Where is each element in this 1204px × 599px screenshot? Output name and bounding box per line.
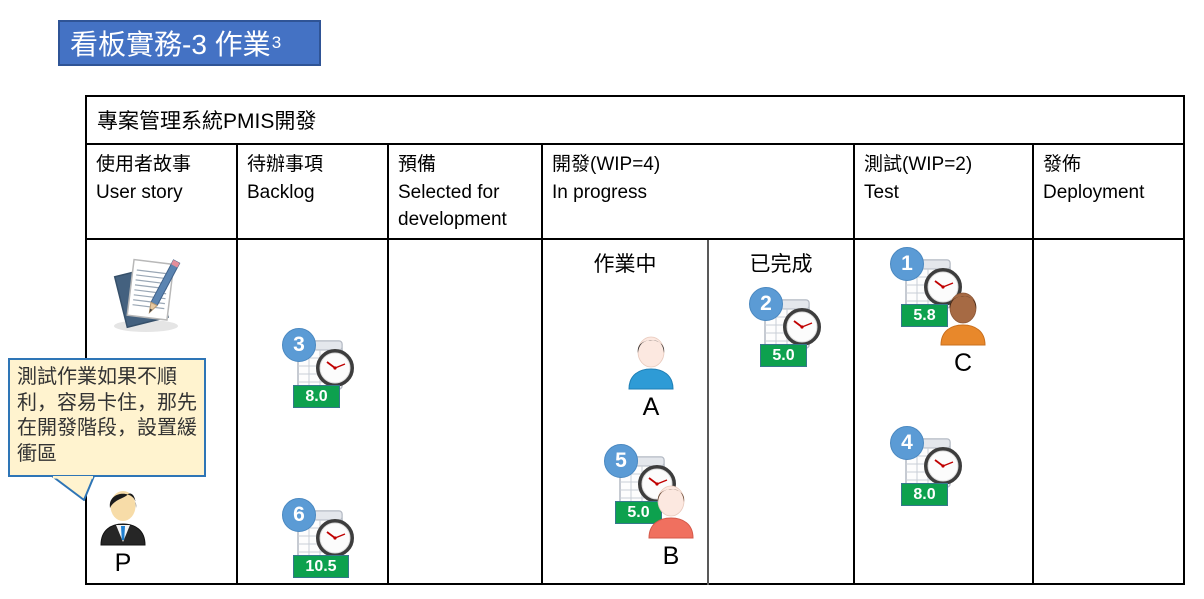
- subheader-done: 已完成: [749, 253, 813, 276]
- callout-text: 測試作業如果不順利，容易卡住，那先在開發階段，設置緩衝區: [17, 366, 197, 465]
- column-header-en: Deployment: [1043, 181, 1145, 203]
- cell-in-progress: 作業中 已完成: [543, 240, 855, 585]
- card-hours: 5.8: [913, 306, 936, 324]
- cell-selected: [389, 240, 543, 585]
- person-label: P: [114, 549, 132, 577]
- person-c: C: [932, 288, 994, 378]
- board-project-title: 專案管理系統PMIS開發: [87, 97, 1183, 145]
- card-number-badge: 5: [604, 444, 638, 478]
- column-header-zh: 開發(WIP=4): [552, 154, 661, 175]
- card-hours: 5.0: [627, 503, 650, 521]
- card-hours: 5.0: [772, 346, 795, 364]
- card-hours: 8.0: [305, 387, 328, 405]
- card-number-badge: 3: [282, 328, 316, 362]
- slide-title-text: 看板實務-3 作業: [70, 29, 271, 60]
- column-header-backlog: 待辦事項 Backlog: [238, 145, 389, 238]
- task-card-1: 1 5.8: [890, 247, 968, 331]
- card-number: 6: [293, 503, 305, 526]
- card-hours: 10.5: [305, 557, 337, 575]
- column-header-en: In progress: [552, 181, 648, 203]
- column-header-test: 測試(WIP=2) Test: [855, 145, 1034, 238]
- card-hours-badge: 8.0: [293, 385, 340, 408]
- card-number: 3: [293, 333, 305, 356]
- card-number: 4: [901, 431, 913, 454]
- person-icon: [648, 485, 694, 539]
- column-header-zh: 發佈: [1043, 154, 1082, 175]
- dev-subcolumn-divider: [707, 240, 709, 585]
- person-label: C: [953, 349, 973, 377]
- cell-deployment: [1034, 240, 1183, 585]
- person-label: B: [662, 542, 680, 570]
- column-header-zh: 預備: [398, 154, 437, 175]
- person-a: A: [620, 332, 682, 422]
- column-header-en: User story: [96, 181, 183, 203]
- cell-backlog: [238, 240, 389, 585]
- card-hours-badge: 10.5: [293, 555, 349, 578]
- card-hours: 8.0: [913, 485, 936, 503]
- column-header-zh: 使用者故事: [96, 154, 192, 175]
- column-header-zh: 待辦事項: [247, 154, 324, 175]
- column-header-en: Test: [864, 181, 899, 203]
- card-number-badge: 2: [749, 287, 783, 321]
- callout-tail: [51, 476, 95, 501]
- card-hours-badge: 8.0: [901, 483, 948, 506]
- card-number-badge: 4: [890, 426, 924, 460]
- task-card-3: 3 8.0: [282, 328, 360, 412]
- board-body-row: 作業中 已完成: [87, 240, 1183, 585]
- subheader-working: 作業中: [593, 253, 657, 276]
- person-b: B: [640, 481, 702, 571]
- person-icon: [100, 491, 146, 546]
- card-hours-badge: 5.0: [760, 344, 807, 367]
- card-hours-badge: 5.0: [615, 501, 662, 524]
- column-header-selected: 預備 Selected for development: [389, 145, 543, 238]
- column-header-user-story: 使用者故事 User story: [87, 145, 238, 238]
- task-card-5: 5 5.0: [604, 444, 682, 528]
- task-card-6: 6 10.5: [282, 498, 360, 582]
- person-icon: [628, 336, 674, 390]
- card-number: 5: [615, 449, 627, 472]
- person-p: P: [92, 486, 154, 578]
- card-number: 2: [760, 292, 772, 315]
- column-header-in-progress: 開發(WIP=4) In progress: [543, 145, 855, 238]
- callout-bubble: 測試作業如果不順利，容易卡住，那先在開發階段，設置緩衝區: [8, 358, 206, 501]
- column-header-row: 使用者故事 User story 待辦事項 Backlog 預備 Selecte…: [87, 145, 1183, 240]
- card-hours-badge: 5.8: [901, 304, 948, 327]
- user-story-notepad-icon: [100, 250, 200, 340]
- column-header-en: Selected for development: [398, 181, 507, 231]
- slide-title-subscript: 3: [271, 33, 282, 52]
- card-number-badge: 1: [890, 247, 924, 281]
- card-number-badge: 6: [282, 498, 316, 532]
- task-card-4: 4 8.0: [890, 426, 968, 510]
- task-card-2: 2 5.0: [749, 287, 827, 371]
- cell-test: [855, 240, 1034, 585]
- column-header-deployment: 發佈 Deployment: [1034, 145, 1183, 238]
- column-header-en: Backlog: [247, 181, 315, 203]
- column-header-zh: 測試(WIP=2): [864, 154, 973, 175]
- kanban-board: 專案管理系統PMIS開發 使用者故事 User story 待辦事項 Backl…: [85, 95, 1185, 585]
- person-label: A: [642, 393, 660, 421]
- cell-user-story: [87, 240, 238, 585]
- person-icon: [940, 292, 986, 346]
- card-number: 1: [901, 252, 913, 275]
